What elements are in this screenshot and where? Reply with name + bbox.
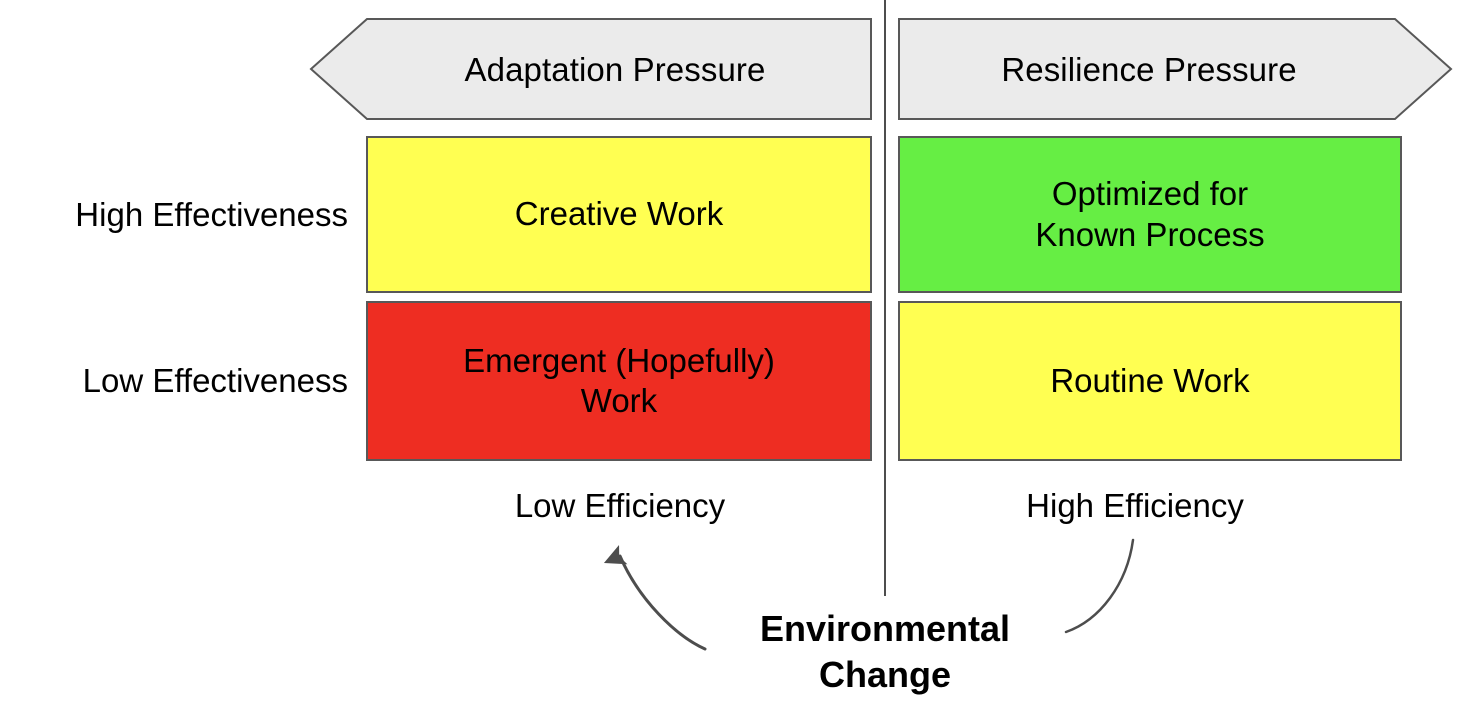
center-caption-environmental-change: Environmental Change	[759, 608, 1011, 696]
quadrant-emergent-hopefully-work: Emergent (Hopefully) Work	[366, 301, 872, 461]
banner-adaptation-pressure-label: Adaptation Pressure	[464, 50, 766, 88]
row-label-high-effectiveness: High Effectiveness	[75, 196, 348, 233]
quadrant-optimized-for-known-process: Optimized for Known Process	[898, 136, 1402, 293]
left-arrow-shape-icon	[309, 18, 872, 120]
banner-resilience-pressure: Resilience Pressure	[898, 18, 1453, 120]
row-label-low-effectiveness: Low Effectiveness	[82, 362, 348, 399]
quadrant-routine-work-label: Routine Work	[1050, 361, 1250, 399]
quadrant-creative-work: Creative Work	[366, 136, 872, 293]
quadrant-emergent-hopefully-work-label: Emergent (Hopefully) Work	[463, 341, 775, 419]
banner-resilience-pressure-label: Resilience Pressure	[1001, 50, 1297, 88]
vertical-axis-divider	[884, 0, 886, 596]
quadrant-routine-work: Routine Work	[898, 301, 1402, 461]
quadrant-optimized-for-known-process-label: Optimized for Known Process	[1035, 175, 1265, 253]
quadrant-creative-work-label: Creative Work	[514, 195, 724, 233]
column-label-high-efficiency: High Efficiency	[1026, 487, 1244, 524]
banner-adaptation-pressure: Adaptation Pressure	[309, 18, 872, 120]
column-label-low-efficiency: Low Efficiency	[514, 487, 726, 524]
right-arrow-shape-icon	[898, 18, 1453, 120]
